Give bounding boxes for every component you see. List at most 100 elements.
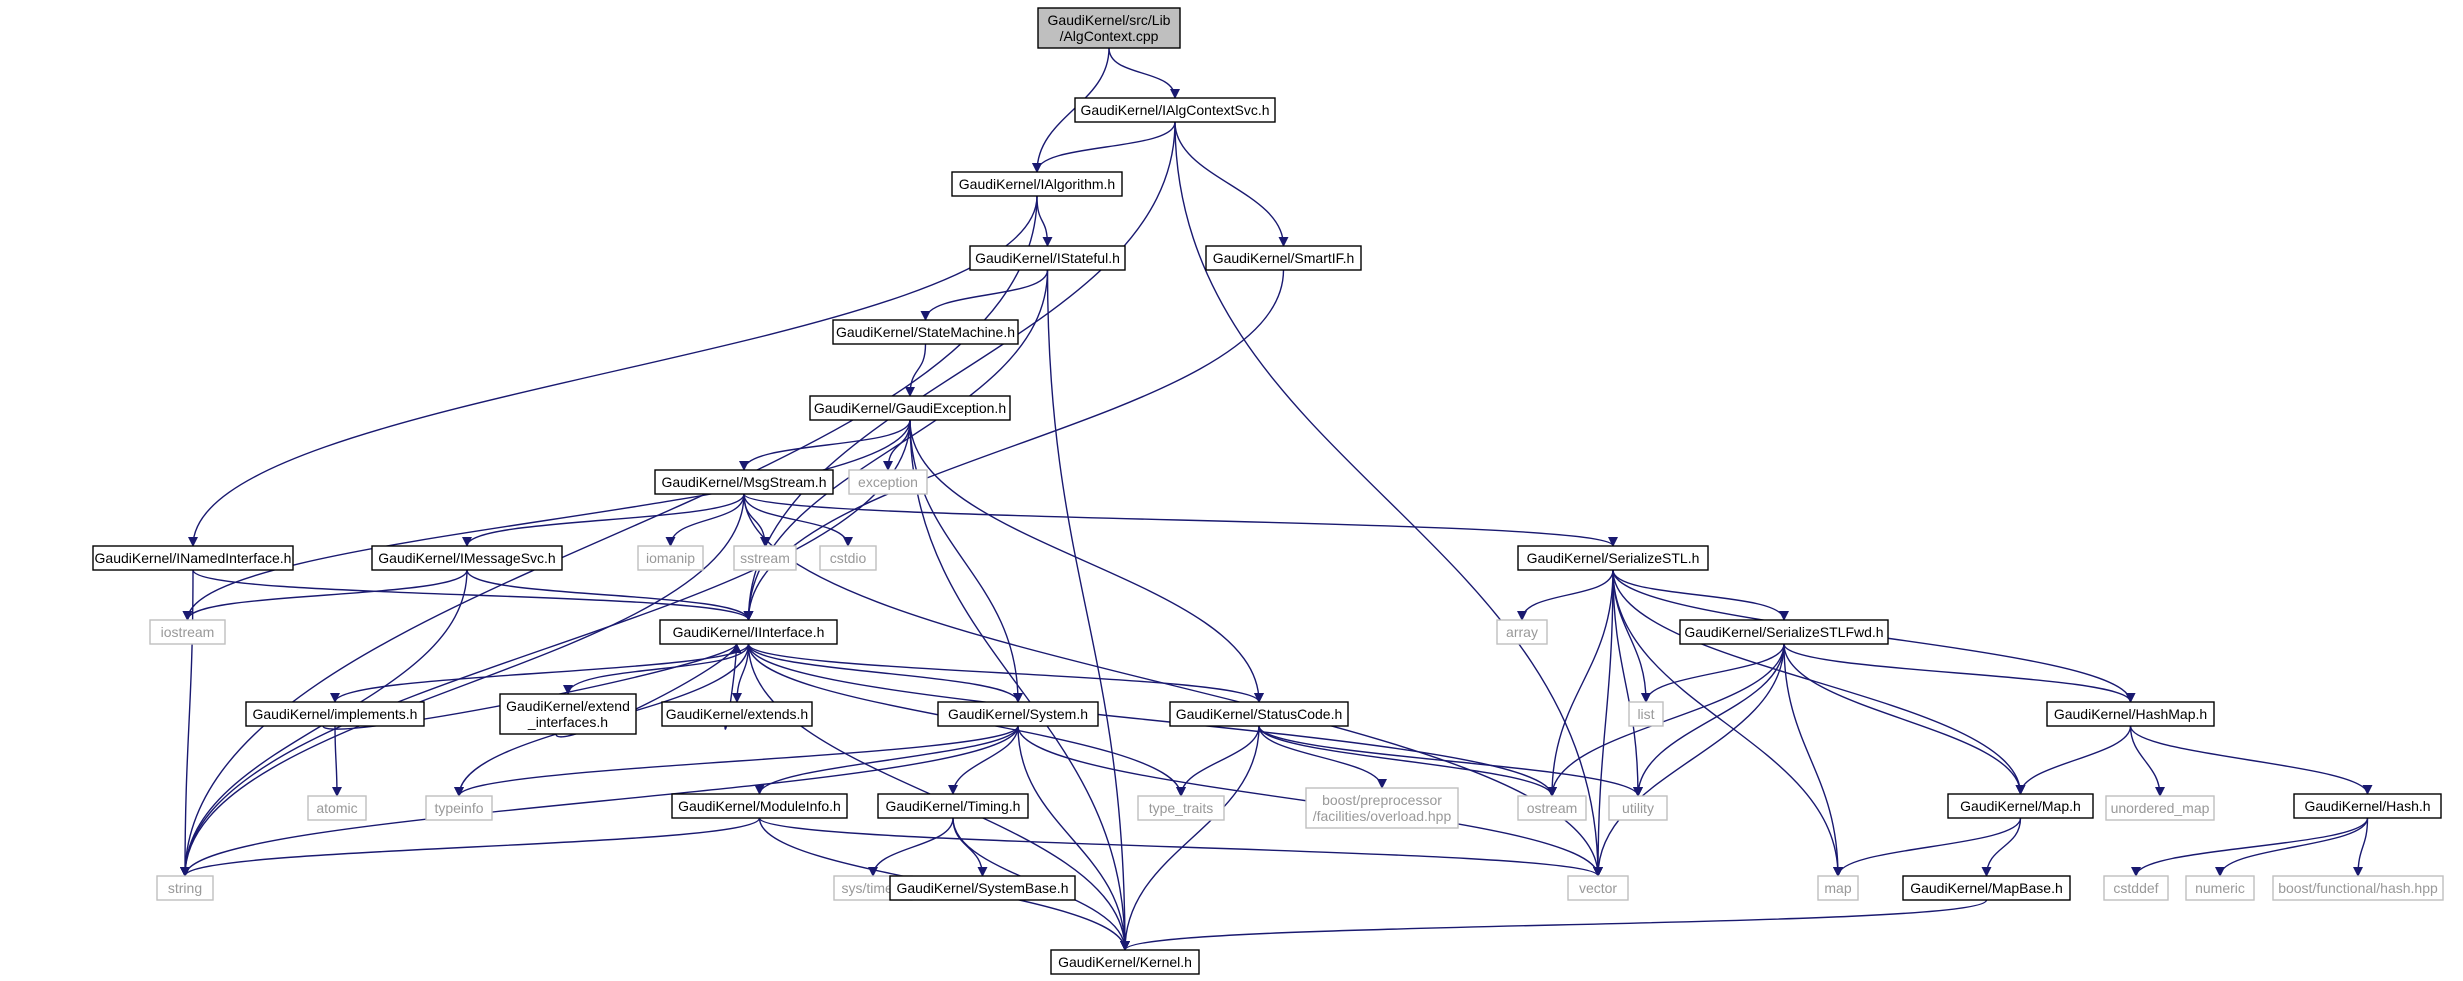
node-gaudiexc[interactable]: GaudiKernel/GaudiException.h — [809, 395, 1011, 421]
edge-iinterface-to-statuscode — [747, 643, 1264, 703]
edge-ialgctx-to-vector — [1174, 121, 1603, 877]
node-box-cstdio — [819, 545, 877, 571]
node-kernel[interactable]: GaudiKernel/Kernel.h — [1050, 949, 1200, 975]
edge-imsgsvc-to-iinterface — [466, 569, 754, 621]
node-box-array — [1496, 619, 1548, 645]
edge-msgstream-to-cstdio — [743, 493, 853, 547]
node-cstdio: cstdio — [819, 545, 877, 571]
node-box-list — [1628, 701, 1664, 727]
edge-statuscode-to-kernel — [1120, 725, 1260, 951]
node-istateful[interactable]: GaudiKernel/IStateful.h — [969, 245, 1126, 271]
node-box-moduleinfo — [671, 793, 848, 819]
node-label-inamed: GaudiKernel/INamedInterface.h — [95, 550, 292, 566]
node-box-string — [156, 875, 214, 901]
edge-hashmap-to-mapkernel — [2015, 725, 2132, 795]
dependency-nodes: GaudiKernel/src/Lib/AlgContext.cppGaudiK… — [92, 7, 2444, 975]
edge-statuscode-to-utility — [1258, 725, 1643, 797]
edge-serstlfwd-to-vector — [1593, 643, 1785, 877]
node-box-map — [1817, 875, 1859, 901]
node-label-statuscode: GaudiKernel/StatusCode.h — [1176, 706, 1343, 722]
node-box-utility — [1608, 795, 1668, 821]
node-label-system: GaudiKernel/System.h — [948, 706, 1088, 722]
node-label-map: map — [1824, 880, 1851, 896]
node-box-exception — [848, 469, 928, 495]
edge-statemachine-to-gaudiexc — [905, 343, 927, 397]
node-exception: exception — [848, 469, 928, 495]
node-box-iinterface — [659, 619, 838, 645]
node-label-boostpp: /facilities/overload.hpp — [1313, 808, 1452, 824]
node-box-cstddef — [2103, 875, 2169, 901]
node-label-vector: vector — [1579, 880, 1617, 896]
node-unorderedmap: unordered_map — [2105, 795, 2215, 821]
node-label-imsgsvc: GaudiKernel/IMessageSvc.h — [378, 550, 555, 566]
node-box-imsgsvc — [371, 545, 563, 571]
node-ialg[interactable]: GaudiKernel/IAlgorithm.h — [951, 171, 1123, 197]
edge-iinterface-to-extendintf — [563, 643, 750, 695]
node-box-statemachine — [832, 319, 1019, 345]
node-hashmap[interactable]: GaudiKernel/HashMap.h — [2046, 701, 2215, 727]
node-label-istateful: GaudiKernel/IStateful.h — [975, 250, 1120, 266]
edge-implements-to-atomic — [331, 725, 342, 797]
node-statuscode[interactable]: GaudiKernel/StatusCode.h — [1169, 701, 1349, 727]
edge-msgstream-to-iomanip — [665, 493, 745, 547]
edge-istateful-to-statemachine — [920, 269, 1049, 321]
edge-gaudiexc-to-msgstream — [739, 419, 911, 471]
node-imsgsvc[interactable]: GaudiKernel/IMessageSvc.h — [371, 545, 563, 571]
node-map: map — [1817, 875, 1859, 901]
node-extendintf[interactable]: GaudiKernel/extend_interfaces.h — [499, 693, 637, 735]
node-box-root — [1037, 7, 1181, 49]
node-label-gaudiexc: GaudiKernel/GaudiException.h — [814, 400, 1006, 416]
node-mapbase[interactable]: GaudiKernel/MapBase.h — [1902, 875, 2071, 901]
node-label-smartif: GaudiKernel/SmartIF.h — [1213, 250, 1355, 266]
edge-system-to-timing — [948, 725, 1019, 795]
node-box-mapkernel — [1947, 793, 2094, 819]
edge-serstl-to-array — [1517, 569, 1614, 621]
node-mapkernel[interactable]: GaudiKernel/Map.h — [1947, 793, 2094, 819]
edge-root-to-ialgctx — [1108, 47, 1180, 99]
edge-extends-to-iinterface — [724, 643, 742, 730]
node-box-boosthash — [2272, 875, 2444, 901]
node-hashk[interactable]: GaudiKernel/Hash.h — [2293, 793, 2442, 819]
edge-istateful-to-kernel — [1046, 269, 1130, 951]
edge-iinterface-to-implements — [330, 643, 750, 703]
node-serstlfwd[interactable]: GaudiKernel/SerializeSTLFwd.h — [1679, 619, 1889, 645]
node-serstl[interactable]: GaudiKernel/SerializeSTL.h — [1517, 545, 1709, 571]
node-system[interactable]: GaudiKernel/System.h — [937, 701, 1099, 727]
node-label-array: array — [1506, 624, 1538, 640]
node-moduleinfo[interactable]: GaudiKernel/ModuleInfo.h — [671, 793, 848, 819]
node-implements[interactable]: GaudiKernel/implements.h — [245, 701, 425, 727]
node-timing[interactable]: GaudiKernel/Timing.h — [877, 793, 1029, 819]
edge-mapkernel-to-map — [1833, 817, 2022, 877]
node-box-vector — [1567, 875, 1629, 901]
edge-mapkernel-to-mapbase — [1981, 817, 2022, 877]
edge-serstl-to-utility — [1612, 569, 1643, 797]
node-box-typetraits — [1137, 795, 1225, 821]
edge-serstl-to-mapkernel — [1612, 569, 2026, 795]
edge-system-to-typeinfo — [454, 725, 1019, 797]
node-iomanip: iomanip — [637, 545, 704, 571]
node-label-ostream: ostream — [1527, 800, 1578, 816]
node-cstddef: cstddef — [2103, 875, 2169, 901]
node-label-ialgctx: GaudiKernel/IAlgContextSvc.h — [1080, 102, 1269, 118]
node-box-hashmap — [2046, 701, 2215, 727]
node-iinterface[interactable]: GaudiKernel/IInterface.h — [659, 619, 838, 645]
node-label-implements: GaudiKernel/implements.h — [253, 706, 418, 722]
node-root[interactable]: GaudiKernel/src/Lib/AlgContext.cpp — [1037, 7, 1181, 49]
node-systembase[interactable]: GaudiKernel/SystemBase.h — [889, 875, 1076, 901]
node-inamed[interactable]: GaudiKernel/INamedInterface.h — [92, 545, 294, 571]
node-extends[interactable]: GaudiKernel/extends.h — [661, 701, 813, 727]
node-msgstream[interactable]: GaudiKernel/MsgStream.h — [654, 469, 834, 495]
node-ialgctx[interactable]: GaudiKernel/IAlgContextSvc.h — [1074, 97, 1276, 123]
node-box-extends — [661, 701, 813, 727]
node-array: array — [1496, 619, 1548, 645]
node-box-implements — [245, 701, 425, 727]
edge-inamed-to-iinterface — [192, 569, 754, 621]
node-boostpp: boost/preprocessor/facilities/overload.h… — [1305, 787, 1459, 829]
node-box-msgstream — [654, 469, 834, 495]
node-box-numeric — [2185, 875, 2255, 901]
node-smartif[interactable]: GaudiKernel/SmartIF.h — [1205, 245, 1362, 271]
edge-serstlfwd-to-utility — [1633, 643, 1785, 797]
node-statemachine[interactable]: GaudiKernel/StateMachine.h — [832, 319, 1019, 345]
node-atomic: atomic — [307, 795, 367, 821]
